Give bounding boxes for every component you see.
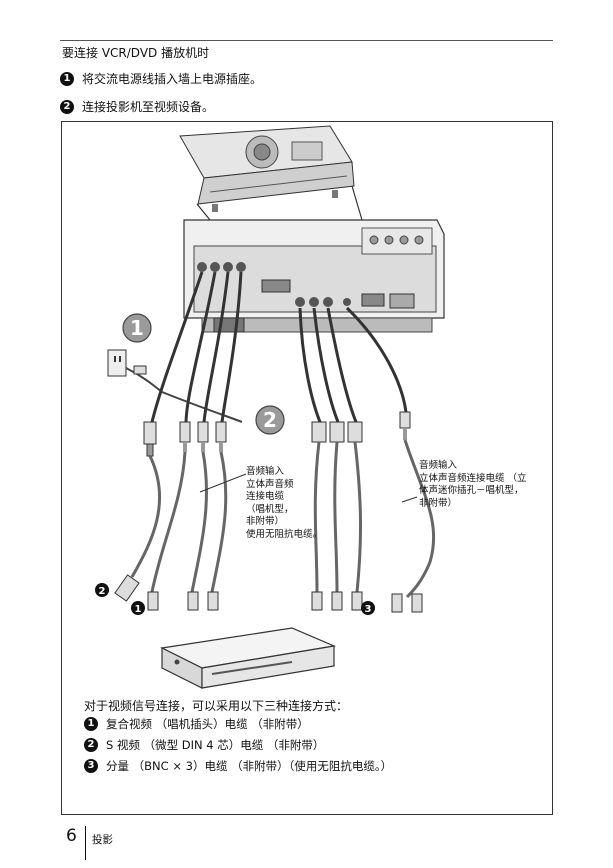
marker-2: 2 bbox=[95, 583, 109, 597]
svg-text:2: 2 bbox=[263, 408, 277, 432]
bnc-plugs-upper bbox=[311, 421, 363, 443]
callout-audio-right: 音频输入 立体声音频连接电缆 （立 体声迷你插孔－唱机型， 非附带） bbox=[419, 460, 527, 509]
lower-cables bbox=[130, 439, 436, 599]
svg-text:1: 1 bbox=[135, 604, 142, 615]
s-video-plug-upper bbox=[143, 421, 157, 457]
marker-3: 3 bbox=[361, 601, 375, 615]
callout-audio-left: 音频输入 立体声音频 连接电缆 （唱机型， 非附带） 使用无阻抗电缆。 bbox=[246, 466, 323, 540]
step-1: 1 将交流电源线插入墙上电源插座。 bbox=[60, 70, 262, 87]
left-cable-bundle bbox=[150, 271, 243, 423]
wall-outlet bbox=[107, 349, 163, 393]
option-number: 2 bbox=[84, 738, 98, 752]
projector-top-view bbox=[179, 125, 355, 212]
svg-text:1: 1 bbox=[130, 316, 144, 340]
section-heading: 要连接 VCR/DVD 播放机时 bbox=[62, 46, 210, 60]
step-text: 连接投影机至视频设备。 bbox=[82, 100, 215, 114]
option-number: 1 bbox=[84, 717, 98, 731]
page-number: 6 bbox=[66, 826, 77, 846]
callout-leader-left bbox=[199, 473, 247, 493]
marker-1: 1 bbox=[131, 601, 145, 615]
component-cable-bundle bbox=[298, 307, 358, 423]
section-name: 投影 bbox=[92, 834, 113, 846]
top-rule bbox=[60, 40, 553, 41]
big-step-1-badge: 1 bbox=[122, 313, 152, 343]
projector-rear-panel bbox=[183, 219, 445, 333]
step-number: 2 bbox=[60, 99, 74, 114]
callout-leader-right bbox=[401, 496, 418, 503]
audio-mini-cable bbox=[345, 306, 408, 413]
option-text: 复合视频 （唱机插头）电缆 （非附带） bbox=[106, 717, 309, 731]
step-text: 将交流电源线插入墙上电源插座。 bbox=[82, 72, 263, 86]
dvd-player bbox=[160, 627, 337, 689]
page-divider bbox=[85, 826, 86, 860]
connection-diagram: 1 2 bbox=[95, 125, 445, 689]
mini-plug-upper bbox=[399, 411, 411, 440]
rca-plugs-lower bbox=[147, 591, 219, 611]
component-plugs-lower bbox=[311, 591, 363, 611]
cable-option-3: 3 分量 （BNC × 3）电缆 （非附带）（使用无阻抗电缆。） bbox=[84, 758, 392, 774]
option-text: 分量 （BNC × 3）电缆 （非附带）（使用无阻抗电缆。） bbox=[106, 759, 393, 773]
step-number: 1 bbox=[60, 71, 74, 86]
cable-option-2: 2 S 视频 （微型 DIN 4 芯）电缆 （非附带） bbox=[84, 737, 324, 753]
big-step-2-badge: 2 bbox=[255, 405, 285, 435]
svg-text:2: 2 bbox=[99, 586, 106, 597]
audio-plugs-lower bbox=[391, 593, 423, 613]
svg-text:3: 3 bbox=[365, 604, 372, 615]
diagram-frame bbox=[61, 121, 553, 815]
rca-plugs-upper bbox=[179, 421, 227, 452]
option-text: S 视频 （微型 DIN 4 芯）电缆 （非附带） bbox=[106, 738, 325, 752]
step-2: 2 连接投影机至视频设备。 bbox=[60, 98, 214, 115]
s-video-plug-lower bbox=[114, 574, 140, 602]
option-number: 3 bbox=[84, 759, 98, 773]
cable-option-1: 1 复合视频 （唱机插头）电缆 （非附带） bbox=[84, 716, 309, 732]
connection-intro: 对于视频信号连接，可以采用以下三种连接方式： bbox=[84, 699, 349, 713]
